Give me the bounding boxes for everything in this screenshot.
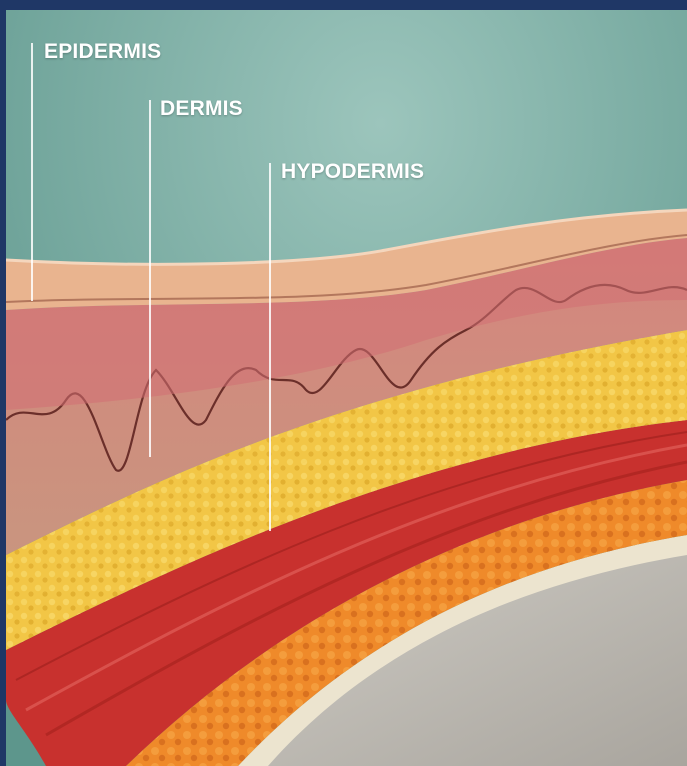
hypodermis-label: HYPODERMIS — [281, 160, 424, 184]
skin-cross-section-illustration — [6, 10, 687, 766]
hypodermis-leader-line — [269, 163, 271, 531]
skin-layers-graphic — [6, 10, 687, 766]
dermis-label: DERMIS — [160, 97, 243, 121]
dermis-leader-line — [149, 100, 151, 457]
epidermis-label: EPIDERMIS — [44, 40, 161, 64]
epidermis-leader-line — [31, 43, 33, 301]
